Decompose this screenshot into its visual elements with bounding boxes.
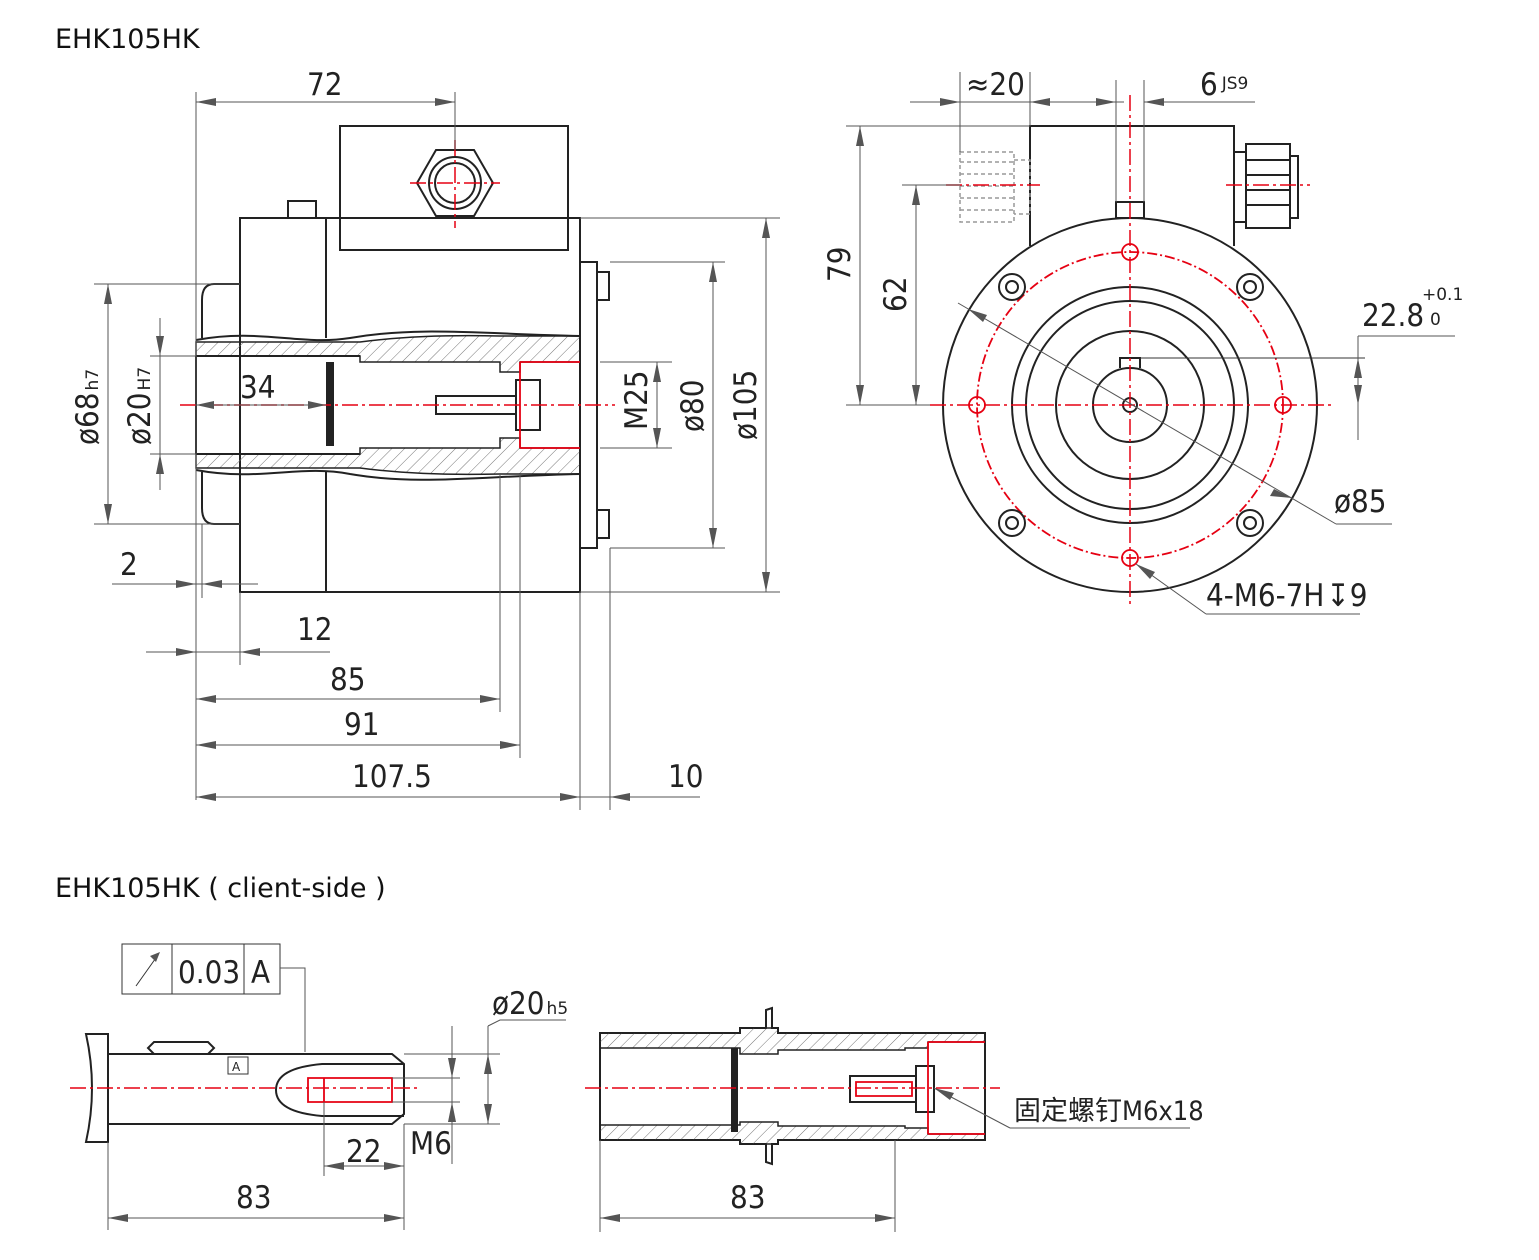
right-gland xyxy=(1234,143,1299,229)
dim-107-5: 107.5 xyxy=(352,759,432,795)
dim-79: 79 xyxy=(822,247,858,282)
runout-datum-ref: A xyxy=(251,955,270,991)
dim-72: 72 xyxy=(307,67,342,103)
center-bore-profile xyxy=(274,1063,404,1117)
dim-2: 2 xyxy=(120,547,138,583)
dim-m25: M25 xyxy=(619,370,655,430)
junction-box xyxy=(339,125,569,251)
dim-62: 62 xyxy=(878,277,914,312)
dim-22-8: 22.8 xyxy=(1362,298,1424,334)
dim-12: 12 xyxy=(297,612,332,648)
dim-85: 85 xyxy=(330,662,365,698)
flange-bolt-top xyxy=(596,271,610,301)
dim-phi80: ø80 xyxy=(675,379,711,432)
shaft-key xyxy=(146,1041,216,1055)
datum-label: A xyxy=(232,1060,241,1074)
dim-22: 22 xyxy=(346,1134,381,1170)
feature-control-frame xyxy=(121,943,281,995)
client-sleeve-view: 固定螺钉M6x18 83 xyxy=(585,1006,1204,1232)
shaft-section-upper xyxy=(195,334,581,373)
dim-phi105: ø105 xyxy=(728,370,764,440)
flange-bolt-bottom xyxy=(596,509,610,539)
set-screw-label: 固定螺钉M6x18 xyxy=(1014,1096,1204,1127)
top-screw xyxy=(287,200,317,219)
dim-m6: M6 xyxy=(410,1126,452,1162)
sleeve-set-screw xyxy=(849,1075,917,1103)
dim-83-left: 83 xyxy=(236,1180,271,1216)
shaft-body xyxy=(108,1053,405,1125)
cap-screw-bl xyxy=(998,509,1026,537)
runout-tolerance: 0.03 xyxy=(178,955,240,991)
title-main: EHK105HK xyxy=(55,24,201,55)
cap-screw-br xyxy=(1236,509,1264,537)
dim-phi20: ø20H7 xyxy=(122,367,158,445)
tapped-hole-m6 xyxy=(307,1077,393,1103)
dim-83-right: 83 xyxy=(730,1180,765,1216)
tol-upper: +0.1 xyxy=(1422,285,1463,305)
dim-34: 34 xyxy=(240,370,275,406)
shaft-break-end xyxy=(84,1033,109,1143)
dim-91: 91 xyxy=(344,707,379,743)
snap-ring xyxy=(326,362,334,446)
dim-approx20: ≈20 xyxy=(966,67,1025,103)
dim-thread: 4-M6-7H↧9 xyxy=(1206,578,1368,614)
dim-phi85: ø85 xyxy=(1334,484,1387,520)
left-gland-ghost xyxy=(959,151,1031,223)
cap-screw-tr xyxy=(1236,273,1264,301)
sleeve-snap-ring xyxy=(731,1048,738,1132)
shaft-section-lower xyxy=(195,437,581,476)
datum-box xyxy=(227,1056,249,1075)
title-client-side: EHK105HK ( client-side ) xyxy=(55,873,386,904)
dim-10: 10 xyxy=(668,759,703,795)
dim-phi68: ø68h7 xyxy=(70,369,106,445)
tol-lower: 0 xyxy=(1430,310,1441,330)
cap-screw-tl xyxy=(998,273,1026,301)
front-junction-box xyxy=(1029,125,1235,246)
side-section-view: 72 34 ø68h7 ø20H7 M25 ø80 xyxy=(70,67,780,810)
